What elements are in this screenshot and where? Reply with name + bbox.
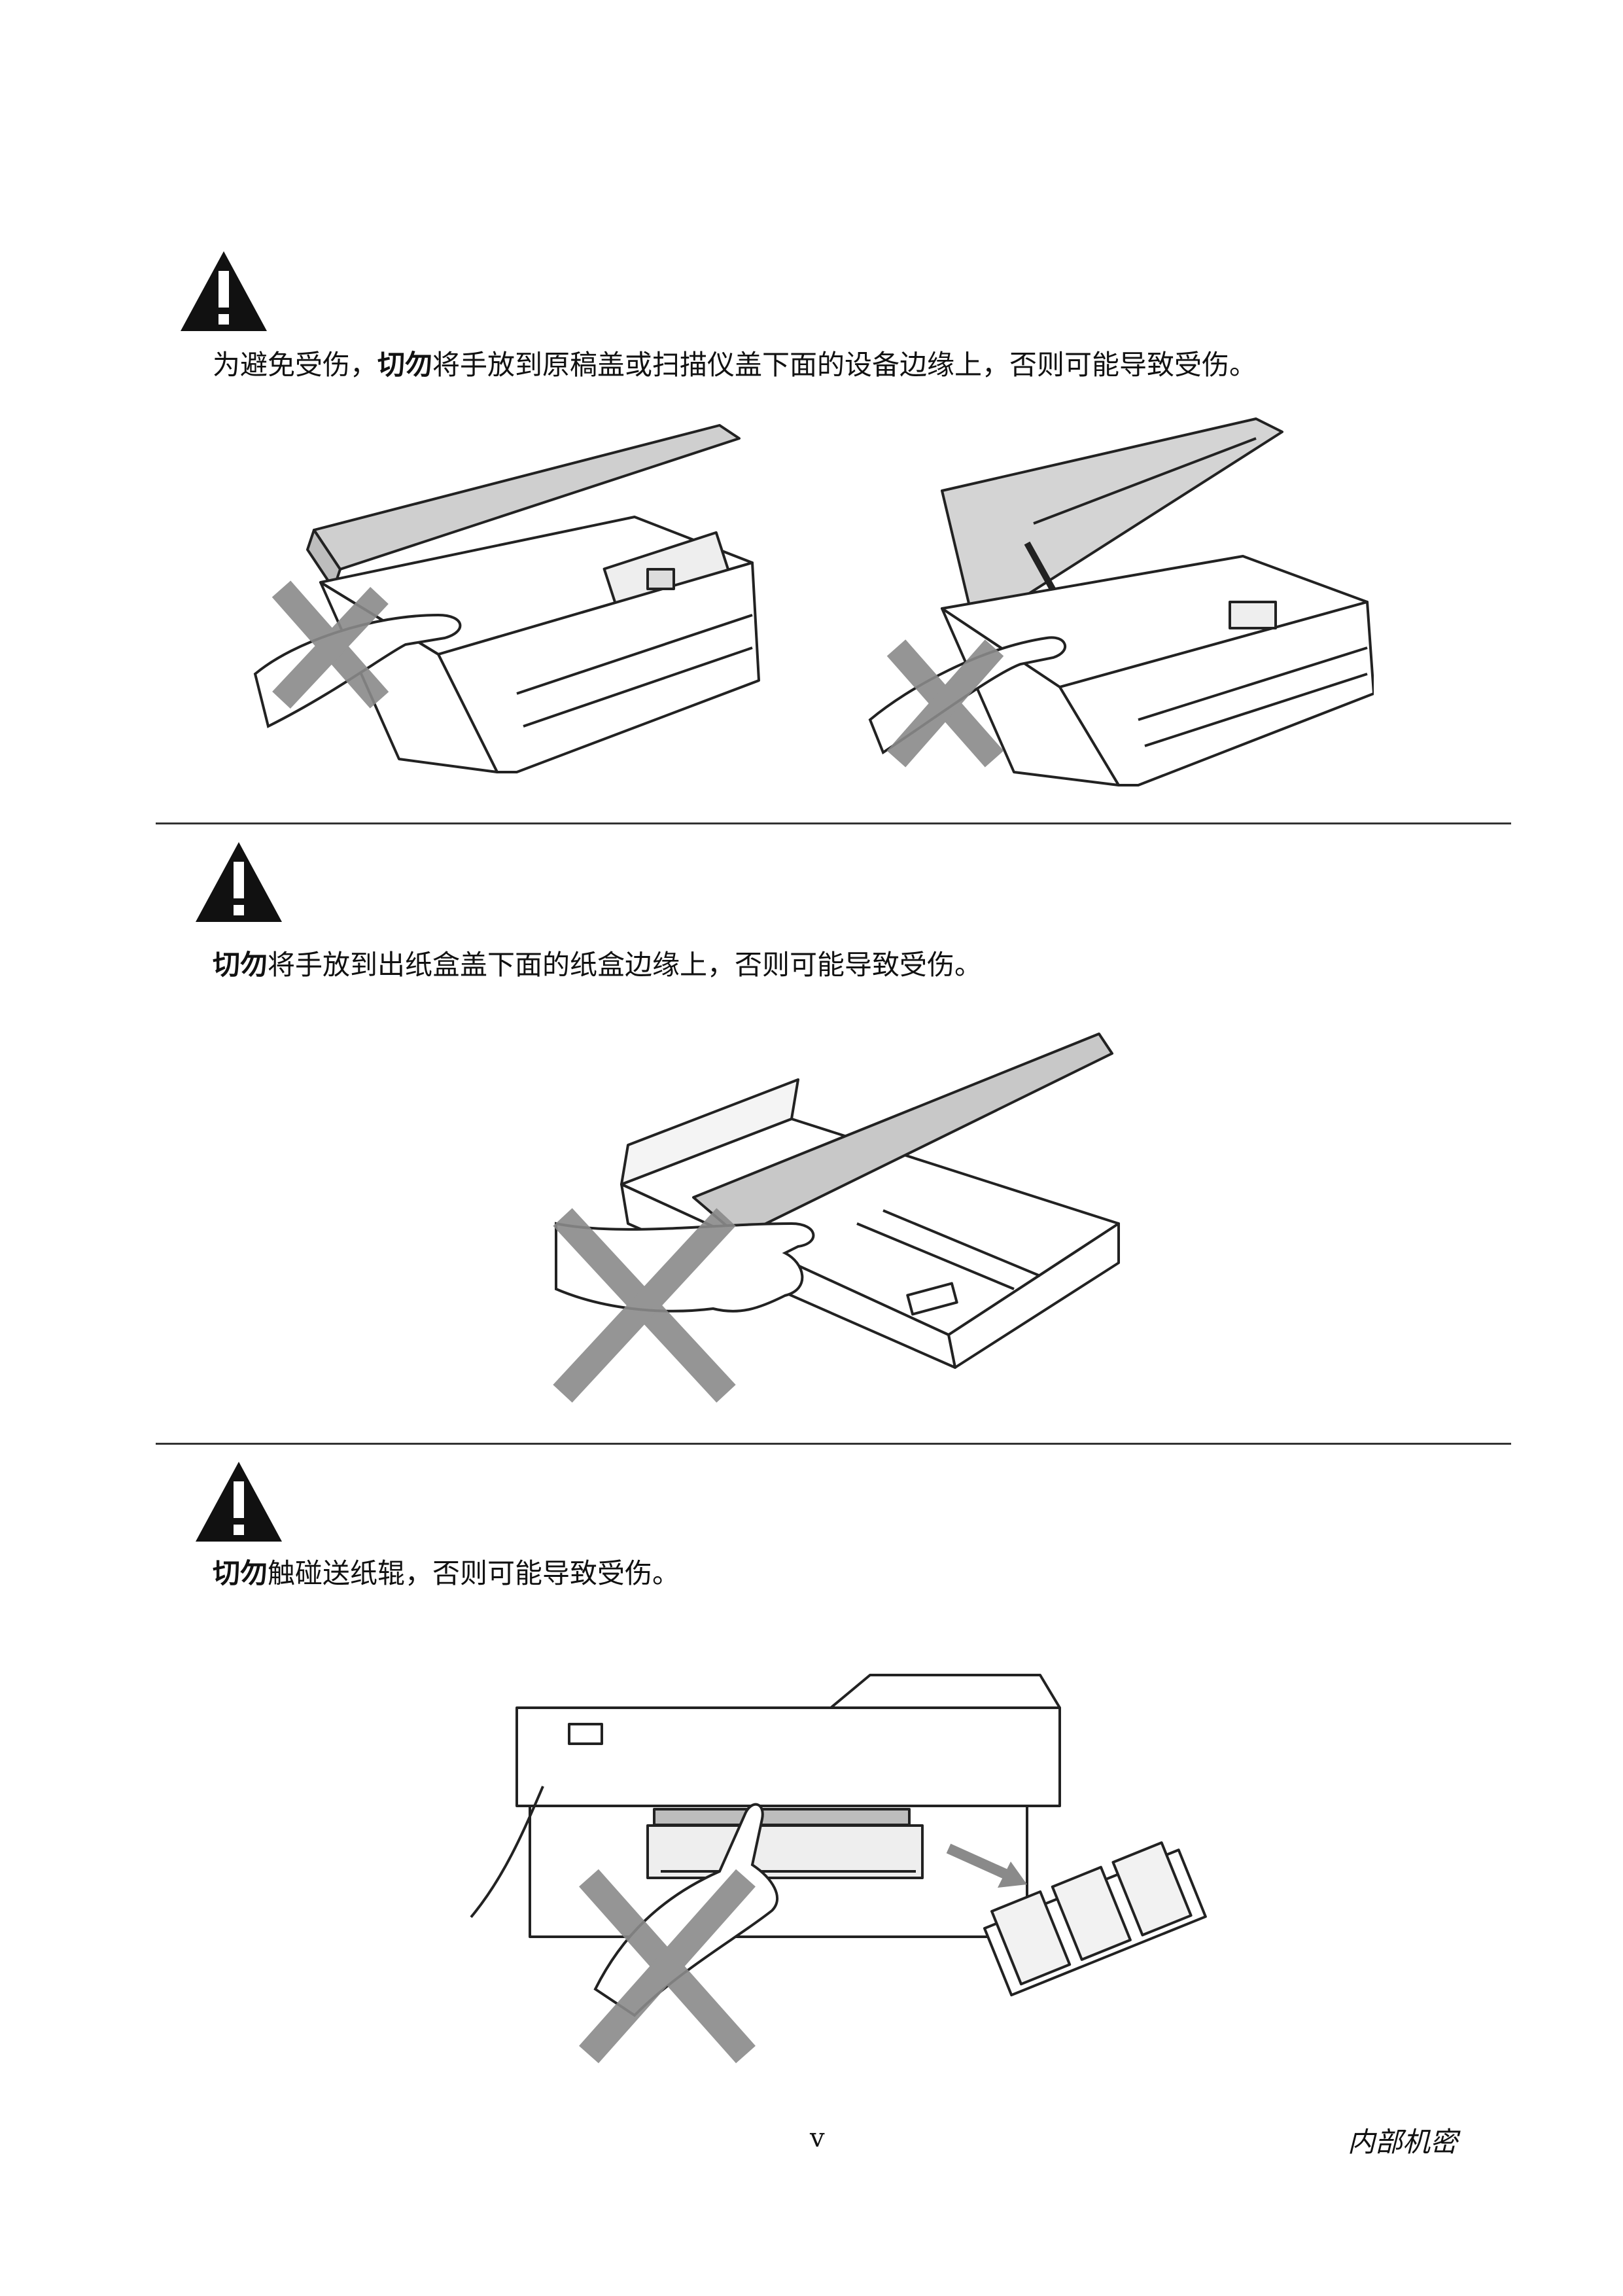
warning-2-text: 切勿将手放到出纸盒盖下面的纸盒边缘上，否则可能导致受伤。	[213, 949, 983, 981]
warning-triangle-icon	[181, 251, 267, 331]
page-number: v	[810, 2123, 825, 2153]
illustration-scanner-cover-hand	[868, 417, 1374, 786]
confidential-label: 内部机密	[1348, 2126, 1458, 2158]
illustration-paper-tray-hand	[553, 1033, 1120, 1403]
illustration-feed-roller-hand	[470, 1674, 1207, 2064]
warning-3-text: 切勿触碰送纸辊，否则可能导致受伤。	[213, 1557, 680, 1589]
warning-triangle-icon	[196, 1462, 282, 1542]
warning-1-text: 为避免受伤，切勿将手放到原稿盖或扫描仪盖下面的设备边缘上，否则可能导致受伤。	[213, 349, 1257, 381]
section-divider	[156, 1443, 1511, 1445]
section-divider	[156, 822, 1511, 824]
illustration-document-cover-hand	[253, 424, 760, 773]
warning-triangle-icon	[196, 842, 282, 922]
